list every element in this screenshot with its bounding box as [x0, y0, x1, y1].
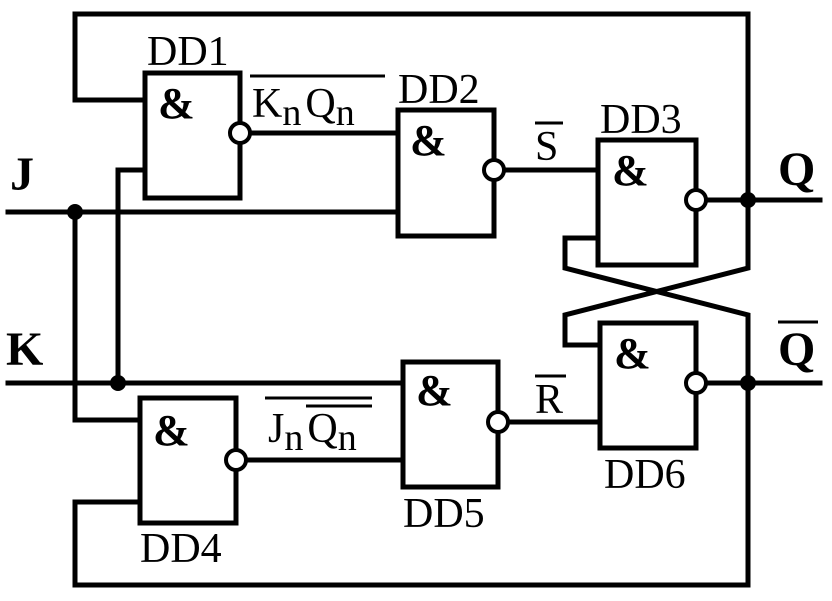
inverter-bubble	[482, 158, 506, 182]
signal-kq-text: KnQn	[252, 81, 355, 134]
gate-dd3: & DD3	[595, 97, 708, 268]
signal-jq-text: JnQn	[268, 406, 357, 459]
gate-label: DD1	[147, 29, 229, 75]
junction-dot	[740, 375, 756, 391]
inverter-bubble	[224, 448, 248, 472]
gate-dd6: & DD6	[597, 320, 708, 498]
gate-label: DD2	[398, 67, 480, 113]
inverter-bubble	[684, 188, 708, 212]
junction-dot	[110, 375, 126, 391]
wire-q-feedback-top	[72, 11, 751, 203]
input-k-label: K	[6, 323, 43, 376]
gate-symbol: &	[410, 116, 447, 165]
wires	[5, 11, 823, 588]
gate-label: DD6	[604, 452, 686, 498]
output-q-bar-label: Q	[778, 323, 815, 376]
gate-label: DD5	[403, 491, 485, 537]
gate-label: DD4	[140, 526, 222, 572]
wire-qbar-feedback-bottom	[72, 380, 751, 588]
junction-dot	[67, 204, 83, 220]
wire-cross-qbar-to-dd3	[562, 235, 751, 386]
wire-k-to-dd1	[115, 167, 148, 386]
signal-kq-bar: KnQn	[250, 74, 385, 134]
junctions	[67, 192, 756, 391]
input-j-label: J	[10, 148, 34, 201]
gate-body	[595, 137, 699, 268]
inverter-bubble	[684, 371, 708, 395]
wire-j-to-dd4	[72, 209, 143, 423]
gate-dd5: & DD5	[400, 359, 510, 537]
gate-label: DD3	[600, 97, 682, 143]
gate-symbol: &	[612, 146, 649, 195]
gate-dd1: & DD1	[142, 29, 252, 201]
signal-jq-bar: JnQn	[265, 396, 372, 459]
gate-symbol: &	[416, 366, 453, 415]
signal-s-bar: S	[535, 121, 563, 170]
gate-symbol: &	[158, 79, 195, 128]
output-q-label: Q	[778, 143, 815, 196]
inverter-bubble	[486, 410, 510, 434]
gate-symbol: &	[614, 329, 651, 378]
output-q-bar: Q	[778, 320, 818, 376]
gate-symbol: &	[153, 406, 190, 455]
signal-r-bar: R	[535, 374, 566, 423]
gate-dd2: & DD2	[395, 67, 506, 239]
wire-cross-q-to-dd6	[562, 197, 751, 348]
gate-body	[400, 359, 501, 490]
junction-dot	[740, 192, 756, 208]
signal-r-bar-label: R	[535, 377, 563, 423]
inverter-bubble	[228, 121, 252, 145]
gate-body	[395, 107, 497, 239]
signal-s-bar-label: S	[535, 124, 558, 170]
gate-dd4: & DD4	[137, 395, 248, 572]
